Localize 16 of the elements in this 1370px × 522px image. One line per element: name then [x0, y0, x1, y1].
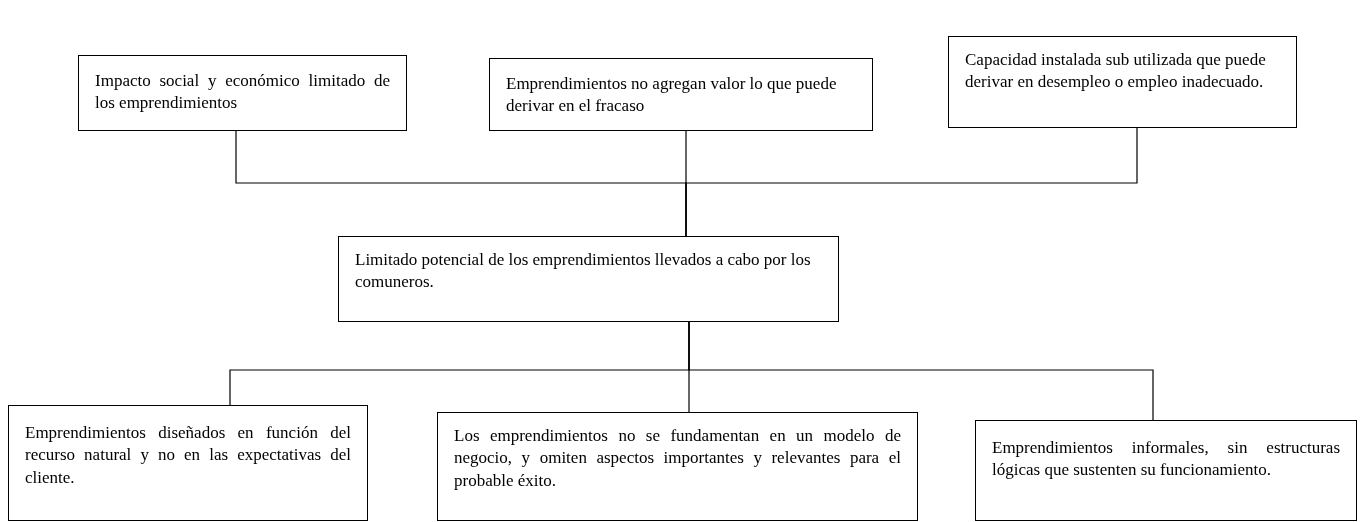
box-text: Emprendimientos diseñados en función del recurso natural y no en las expectativas del cliente.	[25, 422, 351, 489]
box-text: Emprendimientos no agregan valor lo que puede derivar en el fracaso	[506, 73, 838, 118]
box-text: Capacidad instalada sub utilizada que puede derivar en desempleo o empleo inadecuado.	[965, 49, 1267, 94]
text-box	[78, 55, 407, 131]
text-box	[948, 36, 1297, 128]
text-box	[338, 236, 839, 322]
connector-line	[685, 127, 1138, 237]
text-box	[8, 405, 368, 521]
box-text: Limitado potencial de los emprendimientos llevados a cabo por los comuneros.	[355, 249, 812, 294]
connector-line	[688, 321, 1154, 421]
text-box	[437, 412, 918, 521]
text-box	[489, 58, 873, 131]
box-text: Emprendimientos informales, sin estructuras lógicas que sustenten su funcionamiento.	[992, 437, 1340, 482]
box-text: Los emprendimientos no se fundamentan en un modelo de negocio, y omiten aspectos importantes y relevantes para el probable éxito.	[454, 425, 901, 492]
text-box	[975, 420, 1357, 521]
box-text: Impacto social y económico limitado de los emprendimientos	[95, 70, 390, 115]
